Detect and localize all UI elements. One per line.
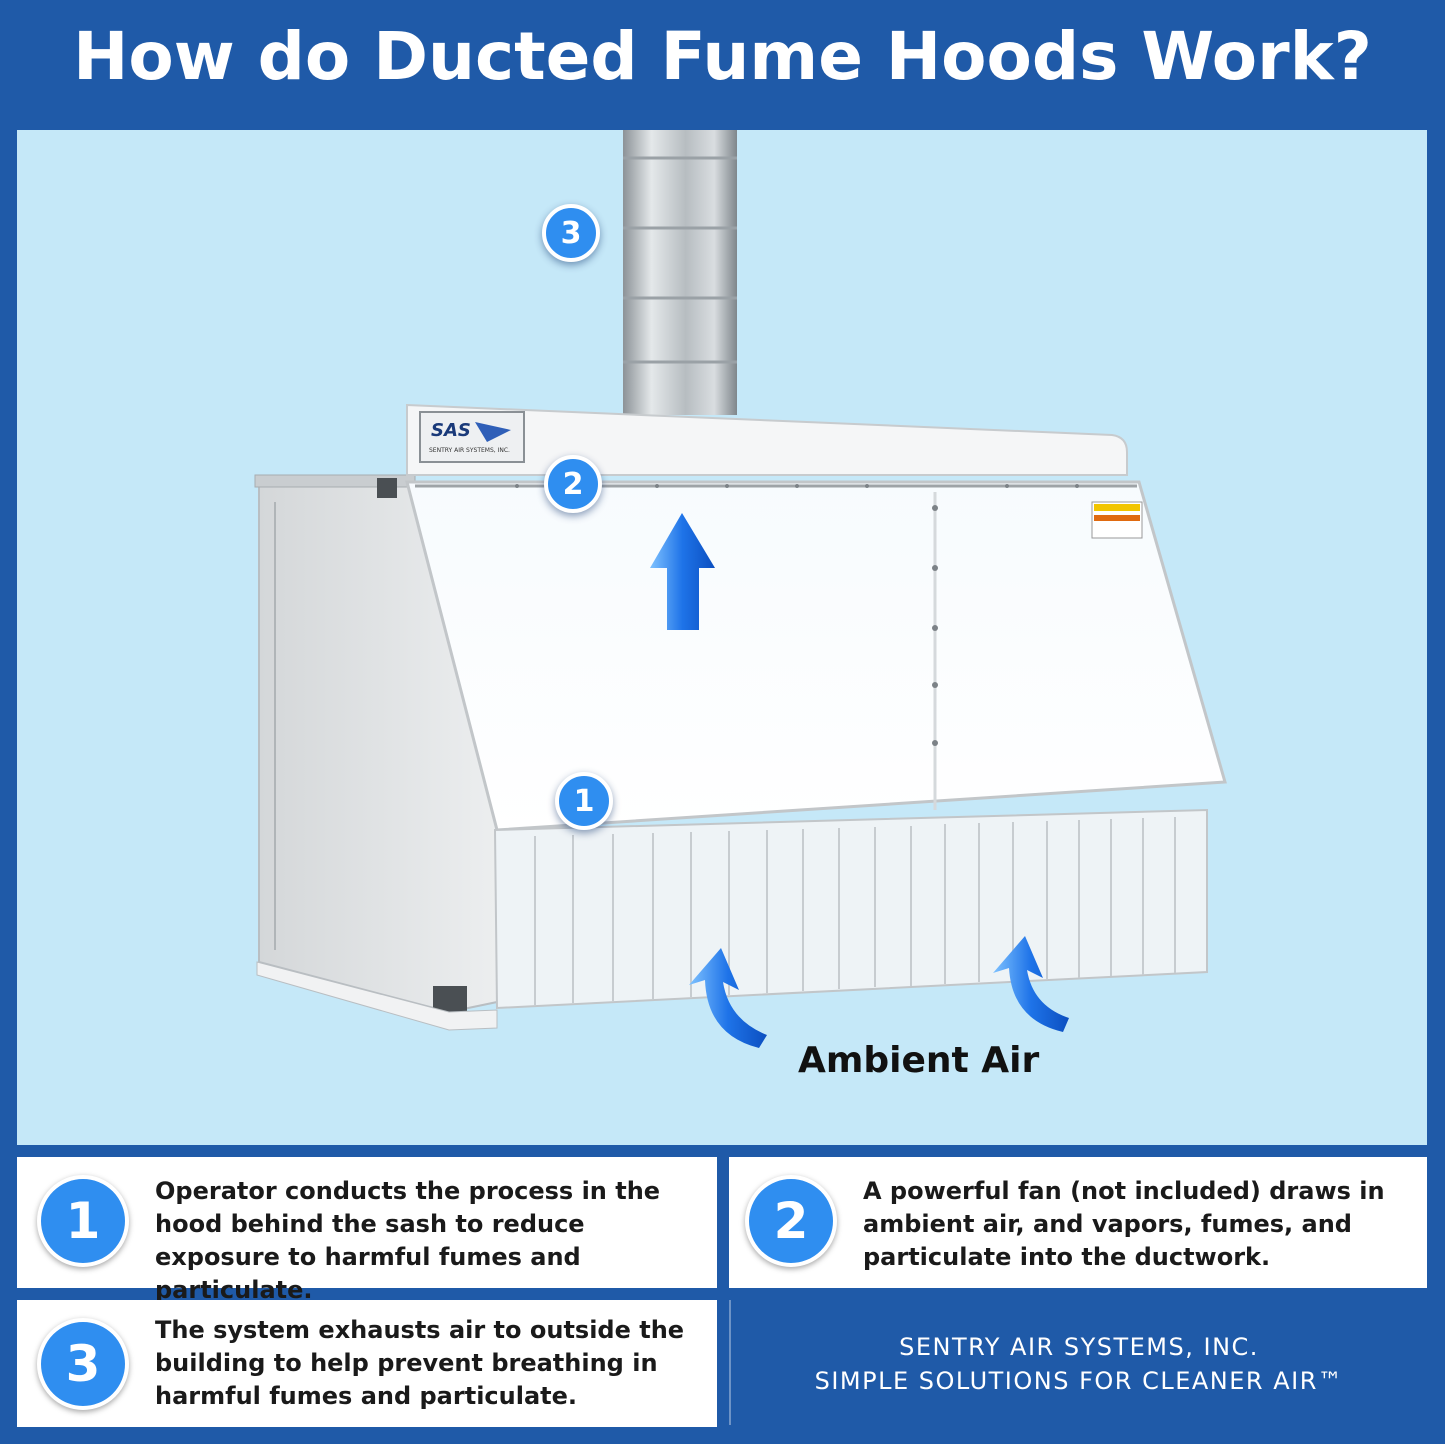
hood-header bbox=[406, 403, 1128, 476]
step-number-badge: 2 bbox=[745, 1175, 837, 1267]
airflow-arrow-right bbox=[993, 936, 1069, 1032]
airflow-arrow-left bbox=[689, 948, 767, 1048]
brand-company-name: SENTRY AIR SYSTEMS, INC. bbox=[899, 1333, 1259, 1361]
diagram-marker-2: 2 bbox=[544, 455, 602, 513]
svg-text:SAS: SAS bbox=[431, 420, 471, 441]
airflow-arrow-up bbox=[650, 513, 715, 630]
diagram-marker-3: 3 bbox=[542, 204, 600, 262]
nameplate: SAS SENTRY AIR SYSTEMS, INC. bbox=[419, 411, 525, 463]
page-title: How do Ducted Fume Hoods Work? bbox=[73, 18, 1372, 95]
brand-block: SENTRY AIR SYSTEMS, INC. SIMPLE SOLUTION… bbox=[729, 1300, 1427, 1425]
hood-base bbox=[256, 961, 498, 1031]
hood-sash-glass bbox=[405, 480, 1227, 832]
svg-text:SENTRY AIR SYSTEMS, INC.: SENTRY AIR SYSTEMS, INC. bbox=[429, 447, 510, 454]
duct bbox=[623, 130, 737, 415]
step-card-2: 2 A powerful fan (not included) draws in… bbox=[729, 1157, 1427, 1288]
step-card-1: 1 Operator conducts the process in the h… bbox=[17, 1157, 717, 1304]
ambient-air-label: Ambient Air bbox=[798, 1040, 1040, 1081]
diagram-scene: SAS SENTRY AIR SYSTEMS, INC. bbox=[17, 130, 1427, 1145]
fume-hood-illustration: SAS SENTRY AIR SYSTEMS, INC. bbox=[254, 130, 1227, 1048]
step-description: The system exhausts air to outside the b… bbox=[155, 1316, 685, 1410]
step-number-badge: 1 bbox=[37, 1175, 129, 1267]
step-number-badge: 3 bbox=[37, 1318, 129, 1410]
step-card-3: 3 The system exhausts air to outside the… bbox=[17, 1300, 717, 1427]
diagram-marker-1: 1 bbox=[555, 772, 613, 830]
hood-front-panel bbox=[493, 808, 1208, 1010]
brand-tagline: SIMPLE SOLUTIONS FOR CLEANER AIR™ bbox=[814, 1367, 1344, 1395]
step-description: A powerful fan (not included) draws in a… bbox=[863, 1177, 1385, 1271]
step-description: Operator conducts the process in the hoo… bbox=[155, 1177, 661, 1304]
